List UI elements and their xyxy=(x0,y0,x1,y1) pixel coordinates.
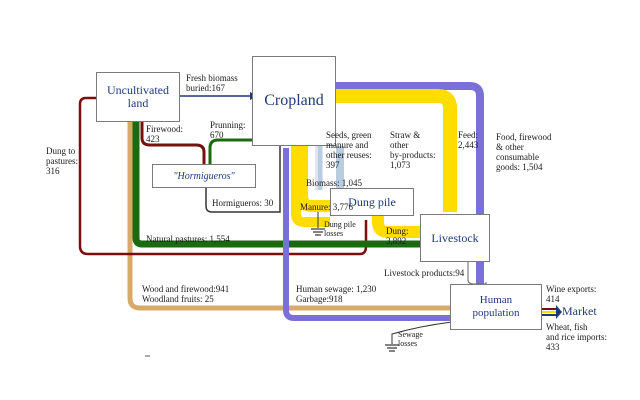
label-human-sewage: Human sewage: 1,230 Garbage:918 xyxy=(296,284,377,304)
label-wood-woodland: Wood and firewood:941 Woodland fruits: 2… xyxy=(142,284,230,304)
flow-dung-to-pastures xyxy=(78,96,368,256)
label-dung-to-pastures: Dung to pastures: 316 xyxy=(46,146,78,176)
label-sewage-losses: Sewage losses xyxy=(398,330,423,348)
label-feed: Feed: 2,443 xyxy=(458,130,479,150)
node-market: Market xyxy=(562,304,597,318)
flow-natural-pastures xyxy=(132,122,420,248)
flow-dung xyxy=(372,214,420,238)
node-hormigueros: "Hormigueros" xyxy=(152,164,256,188)
market-arrowhead xyxy=(556,305,562,319)
label-prunning: Prunning: 670 xyxy=(210,120,246,140)
sewage-loss-curve xyxy=(391,321,453,344)
node-cropland: Cropland xyxy=(252,56,336,146)
node-human-population: Human population xyxy=(450,284,542,330)
node-dung-pile: Dung pile xyxy=(330,188,414,216)
label-imports: Wheat, fish and rice imports: 433 xyxy=(546,322,607,352)
flow-biomass xyxy=(296,146,330,212)
label-seeds: Seeds, green manure and other reuses: 39… xyxy=(326,130,372,170)
label-straw: Straw & other by-products: 1,073 xyxy=(390,130,436,170)
flow-livestock-products xyxy=(467,262,487,285)
flow-prunning xyxy=(208,138,252,164)
label-hormigueros-flow: Hormigueros: 30 xyxy=(212,198,274,208)
label-biomass: Biomass: 1,045 xyxy=(306,178,363,188)
label-dung: Dung: 3,892 xyxy=(386,226,409,246)
flow-hormigueros xyxy=(205,146,281,213)
flow-manure xyxy=(291,146,330,227)
flow-wood-woodland-fruits xyxy=(127,122,450,311)
label-fresh-biomass: Fresh biomass buried:167 xyxy=(186,73,238,93)
flow-food-consumables xyxy=(336,82,484,284)
label-manure: Manure: 3,776 xyxy=(300,202,353,212)
flow-firewood xyxy=(140,122,206,164)
label-livestock-products: Livestock products:94 xyxy=(384,268,465,278)
label-dung-pile-losses: Dung pile losses xyxy=(324,220,356,238)
label-wine-exports: Wine exports: 414 xyxy=(546,284,597,304)
label-natural-pastures: Natural pastures: 1,554 xyxy=(146,234,230,244)
label-firewood: Firewood: 423 xyxy=(146,124,183,144)
node-uncultivated-land: Uncultivated land xyxy=(96,72,180,122)
flow-feed xyxy=(336,89,457,212)
label-food-firewood: Food, firewood & other consumable goods:… xyxy=(496,132,552,172)
node-livestock: Livestock xyxy=(420,214,490,262)
